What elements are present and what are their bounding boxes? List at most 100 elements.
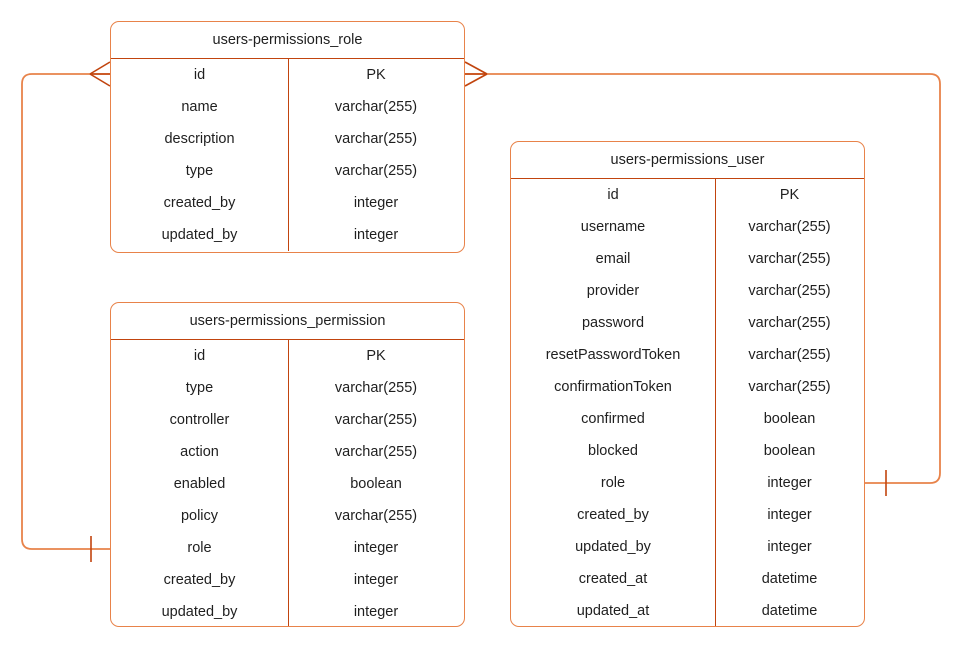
column-divider	[715, 179, 716, 626]
column-name: role	[600, 475, 626, 491]
table-row[interactable]: confirmationToken varchar(255)	[511, 371, 864, 403]
table-row[interactable]: email varchar(255)	[511, 243, 864, 275]
column-type: integer	[767, 507, 812, 523]
table-row[interactable]: name varchar(255)	[111, 91, 464, 123]
column-type: boolean	[350, 476, 402, 492]
column-type: varchar(255)	[748, 251, 831, 267]
table-row[interactable]: created_by integer	[111, 187, 464, 219]
entity-table-role[interactable]: users-permissions_role id PK name varcha…	[110, 21, 465, 253]
column-name: blocked	[588, 443, 638, 459]
table-row[interactable]: role integer	[511, 467, 864, 499]
column-name: action	[180, 444, 219, 460]
column-type: varchar(255)	[748, 283, 831, 299]
entity-body-permission: id PK type varchar(255) controller varch…	[111, 340, 464, 626]
column-name: description	[164, 131, 235, 147]
column-name: username	[580, 219, 646, 235]
relationship-role-to-permission	[21, 61, 111, 562]
column-type: PK	[779, 187, 800, 203]
column-name: created_by	[577, 507, 649, 523]
column-name: updated_by	[161, 227, 238, 243]
entity-title-role: users-permissions_role	[111, 22, 464, 59]
column-type: PK	[366, 348, 386, 364]
column-name: resetPasswordToken	[545, 347, 681, 363]
table-row[interactable]: id PK	[511, 179, 864, 211]
column-type: datetime	[761, 603, 818, 619]
crows-foot-marker-role-left	[89, 61, 111, 87]
column-divider	[288, 59, 289, 251]
column-name: id	[193, 67, 206, 83]
table-row[interactable]: username varchar(255)	[511, 211, 864, 243]
column-name: created_at	[578, 571, 648, 587]
column-name: updated_by	[161, 604, 238, 620]
entity-body-user: id PK username varchar(255) email varcha…	[511, 179, 864, 626]
column-name: controller	[169, 412, 230, 428]
column-type: datetime	[761, 571, 818, 587]
column-type: boolean	[763, 443, 816, 459]
table-row[interactable]: provider varchar(255)	[511, 275, 864, 307]
column-name: type	[185, 163, 214, 179]
entity-title-permission: users-permissions_permission	[111, 303, 464, 340]
table-row[interactable]: policy varchar(255)	[111, 500, 464, 532]
table-row[interactable]: type varchar(255)	[111, 155, 464, 187]
column-name: created_by	[163, 195, 236, 211]
entity-body-role: id PK name varchar(255) description varc…	[111, 59, 464, 251]
table-row[interactable]: created_by integer	[111, 564, 464, 596]
column-name: role	[187, 540, 212, 556]
table-row[interactable]: resetPasswordToken varchar(255)	[511, 339, 864, 371]
column-divider	[288, 340, 289, 626]
column-type: varchar(255)	[334, 444, 418, 460]
table-row[interactable]: updated_by integer	[111, 596, 464, 626]
column-name: id	[193, 348, 206, 364]
column-name: created_by	[163, 572, 236, 588]
column-type: integer	[353, 195, 399, 211]
table-row[interactable]: enabled boolean	[111, 468, 464, 500]
column-name: updated_by	[575, 539, 651, 555]
column-name: policy	[180, 508, 219, 524]
table-row[interactable]: created_at datetime	[511, 563, 864, 595]
table-row[interactable]: created_by integer	[511, 499, 864, 531]
table-row[interactable]: updated_by integer	[511, 531, 864, 563]
column-type: integer	[767, 539, 812, 555]
table-row[interactable]: password varchar(255)	[511, 307, 864, 339]
entity-table-permission[interactable]: users-permissions_permission id PK type …	[110, 302, 465, 627]
column-type: integer	[353, 604, 399, 620]
column-name: name	[181, 99, 218, 115]
column-name: password	[581, 315, 645, 331]
column-type: varchar(255)	[334, 163, 418, 179]
column-type: varchar(255)	[334, 131, 418, 147]
entity-title-user: users-permissions_user	[511, 142, 864, 179]
column-name: id	[607, 187, 619, 203]
column-type: varchar(255)	[748, 379, 831, 395]
table-row[interactable]: controller varchar(255)	[111, 404, 464, 436]
column-type: boolean	[763, 411, 816, 427]
crows-foot-marker-role-right	[464, 61, 488, 87]
column-type: varchar(255)	[748, 315, 831, 331]
table-row[interactable]: id PK	[111, 340, 464, 372]
column-name: confirmed	[581, 411, 645, 427]
column-name: confirmationToken	[554, 379, 672, 395]
column-type: integer	[353, 572, 399, 588]
column-type: PK	[366, 67, 386, 83]
table-row[interactable]: updated_by integer	[111, 219, 464, 251]
column-type: varchar(255)	[334, 380, 418, 396]
column-name: type	[185, 380, 214, 396]
column-type: varchar(255)	[748, 347, 831, 363]
column-type: integer	[353, 540, 399, 556]
column-type: varchar(255)	[748, 219, 831, 235]
column-name: updated_at	[576, 603, 650, 619]
column-type: varchar(255)	[334, 412, 418, 428]
table-row[interactable]: type varchar(255)	[111, 372, 464, 404]
column-name: provider	[586, 283, 640, 299]
table-row[interactable]: description varchar(255)	[111, 123, 464, 155]
column-type: integer	[767, 475, 812, 491]
column-type: integer	[353, 227, 399, 243]
table-row[interactable]: action varchar(255)	[111, 436, 464, 468]
table-row[interactable]: updated_at datetime	[511, 595, 864, 626]
entity-table-user[interactable]: users-permissions_user id PK username va…	[510, 141, 865, 627]
table-row[interactable]: role integer	[111, 532, 464, 564]
table-row[interactable]: blocked boolean	[511, 435, 864, 467]
column-type: varchar(255)	[334, 99, 418, 115]
table-row[interactable]: id PK	[111, 59, 464, 91]
table-row[interactable]: confirmed boolean	[511, 403, 864, 435]
